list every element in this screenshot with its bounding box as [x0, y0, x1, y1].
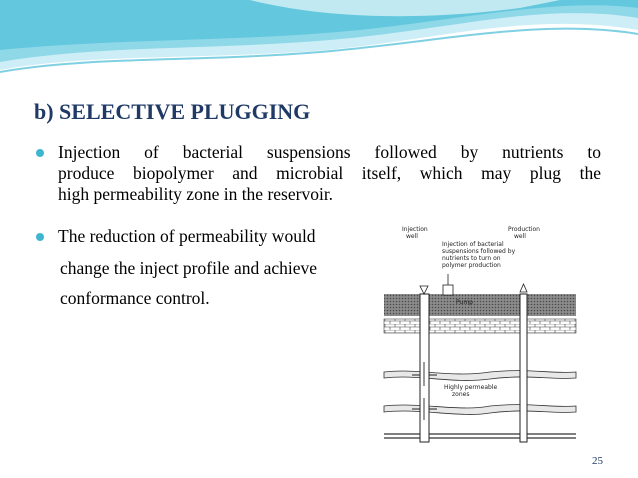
bullet-2-line-1: The reduction of permeability would [58, 226, 316, 246]
bullet-item-2: The reduction of permeability would [36, 226, 316, 247]
zone-label-2: zones [452, 391, 469, 398]
note-line-2: suspensions followed by [442, 248, 516, 255]
bullet-item-1: Injection of bacterial suspensions follo… [36, 142, 601, 205]
bullet-1-line-3: high permeability zone in the reservoir. [58, 184, 334, 204]
production-well-label-1: Production [508, 226, 540, 233]
selective-plugging-diagram: Injection well Production well Injection… [380, 222, 580, 446]
zone-label-1: Highly permeable [444, 384, 497, 391]
bullet-1-line-2: produce biopolymer and microbial itself,… [58, 163, 601, 183]
note-line-1: Injection of bacterial [442, 241, 504, 248]
injection-well-label-1: Injection [402, 226, 428, 233]
bullet-dot-icon [36, 149, 44, 157]
page-number: 25 [592, 455, 603, 467]
bullet-1-line-1: Injection of bacterial suspensions follo… [58, 142, 601, 162]
production-well-label-2: well [514, 233, 526, 240]
bullet-2-line-3: conformance control. [60, 288, 210, 308]
bullet-dot-icon [36, 233, 44, 241]
slide-title: b) SELECTIVE PLUGGING [34, 99, 311, 124]
bullet-2-line-2: change the inject profile and achieve [60, 258, 318, 278]
pump-label: Pump [456, 299, 473, 306]
injection-well-label-2: well [406, 233, 418, 240]
note-line-3: nutrients to turn on [442, 255, 501, 262]
note-line-4: polymer production [442, 262, 501, 269]
header-wave-banner [0, 0, 638, 73]
